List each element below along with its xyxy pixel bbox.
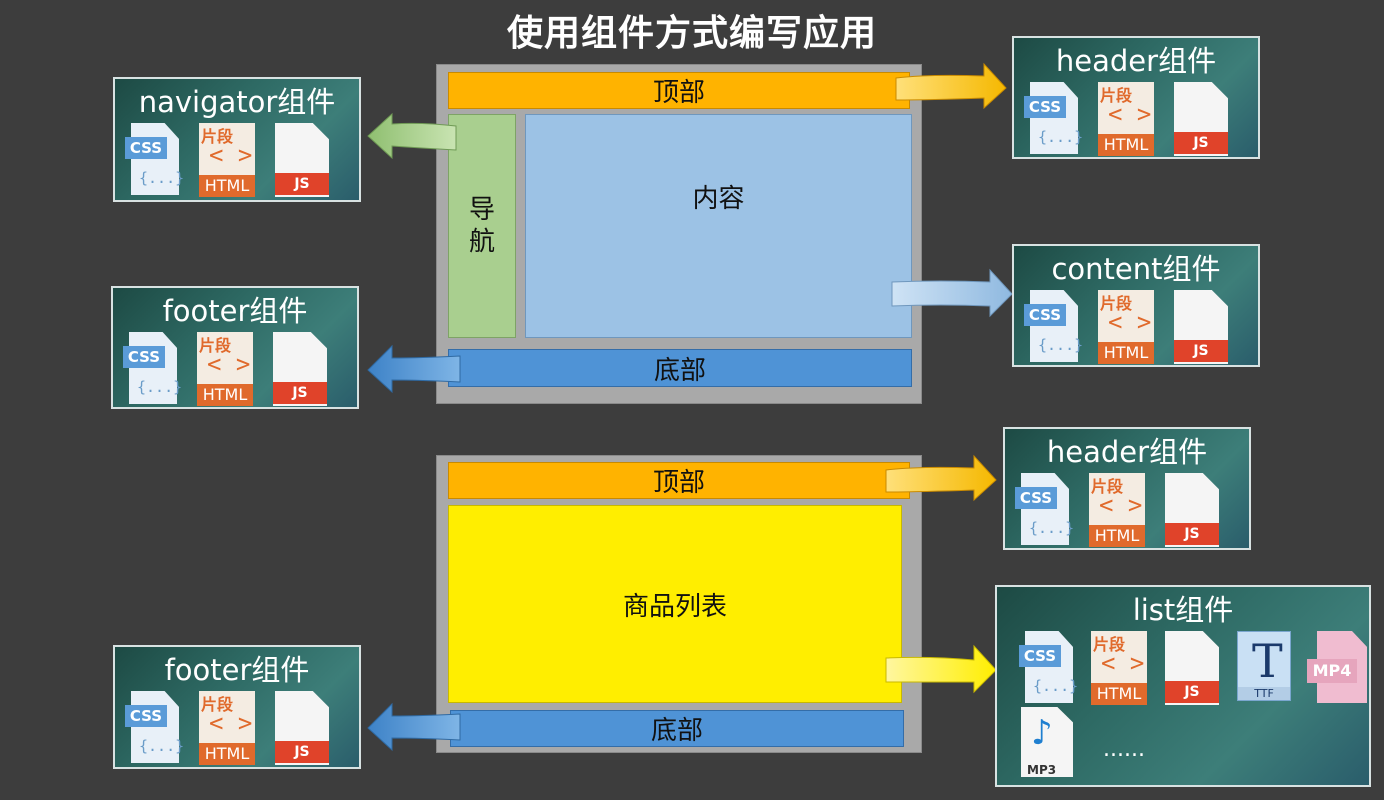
css-file-icon: CSS{...} xyxy=(123,332,182,406)
content-component: content组件 CSS{...} 片段< >HTML JS xyxy=(1012,244,1260,367)
component-title: navigator组件 xyxy=(138,85,336,119)
arrow-to-navigator xyxy=(367,112,457,160)
css-file-icon: CSS{...} xyxy=(125,691,184,765)
page-title: 使用组件方式编写应用 xyxy=(506,13,877,54)
header-component-1: header组件 CSS{...} 片段< >HTML JS xyxy=(1012,36,1260,159)
html-snippet-icon: 片段< >HTML xyxy=(1098,82,1156,156)
nav-char-2: 航 xyxy=(468,227,495,257)
nav-char-1: 导 xyxy=(468,195,495,225)
js-file-icon: JS xyxy=(273,691,331,765)
component-title: footer组件 xyxy=(162,294,308,328)
arrow-to-list xyxy=(885,644,997,694)
html-snippet-icon: 片段< >HTML xyxy=(1089,473,1147,547)
css-file-icon: CSS{...} xyxy=(1024,290,1083,364)
footer-component-1: footer组件 CSS{...} 片段< >HTML JS xyxy=(111,286,359,409)
css-file-icon: CSS{...} xyxy=(1024,82,1083,156)
arrow-to-header-2 xyxy=(885,454,997,502)
html-snippet-icon: 片段< >HTML xyxy=(197,332,255,406)
html-snippet-icon: 片段< >HTML xyxy=(199,691,257,765)
js-file-icon: JS xyxy=(1172,82,1230,156)
component-title: header组件 xyxy=(1055,44,1217,78)
region-product-list: 商品列表 xyxy=(448,505,902,703)
audio-file-icon: ♪MP3 xyxy=(1019,707,1077,781)
region-bottom: 底部 xyxy=(448,349,912,387)
js-file-icon: JS xyxy=(273,123,331,197)
region-top: 顶部 xyxy=(448,72,910,109)
component-title: footer组件 xyxy=(164,653,310,687)
js-file-icon: JS xyxy=(1163,473,1221,547)
region-nav: 导 航 xyxy=(448,114,516,338)
html-snippet-icon: 片段< >HTML xyxy=(199,123,257,197)
more-files-ellipsis: ...... xyxy=(1103,737,1145,762)
region-top-2: 顶部 xyxy=(448,462,910,499)
video-file-icon: MP4 xyxy=(1307,631,1367,705)
css-file-icon: CSS{...} xyxy=(1019,631,1078,705)
html-snippet-icon: 片段< >HTML xyxy=(1091,631,1149,705)
html-snippet-icon: 片段< >HTML xyxy=(1098,290,1156,364)
arrow-to-footer-1 xyxy=(367,344,461,394)
component-title: content组件 xyxy=(1051,252,1221,286)
js-file-icon: JS xyxy=(1172,290,1230,364)
arrow-to-content xyxy=(891,268,1013,318)
navigator-component: navigator组件 CSS{...} 片段< >HTML JS xyxy=(113,77,361,202)
arrow-to-footer-2 xyxy=(367,702,461,752)
layout-frame-1: 顶部 导 航 内容 底部 xyxy=(436,64,922,404)
footer-component-2: footer组件 CSS{...} 片段< >HTML JS xyxy=(113,645,361,769)
region-content: 内容 xyxy=(525,114,912,338)
region-bottom-2: 底部 xyxy=(450,710,904,747)
arrow-to-header-1 xyxy=(895,62,1007,110)
css-file-icon: CSS{...} xyxy=(1015,473,1074,547)
css-file-icon: CSS{...} xyxy=(125,123,184,197)
layout-frame-2: 顶部 商品列表 底部 xyxy=(436,455,922,753)
header-component-2: header组件 CSS{...} 片段< >HTML JS xyxy=(1003,427,1251,550)
component-title: header组件 xyxy=(1046,435,1208,469)
js-file-icon: JS xyxy=(271,332,329,406)
component-title: list组件 xyxy=(1132,593,1234,627)
js-file-icon: JS xyxy=(1163,631,1221,705)
